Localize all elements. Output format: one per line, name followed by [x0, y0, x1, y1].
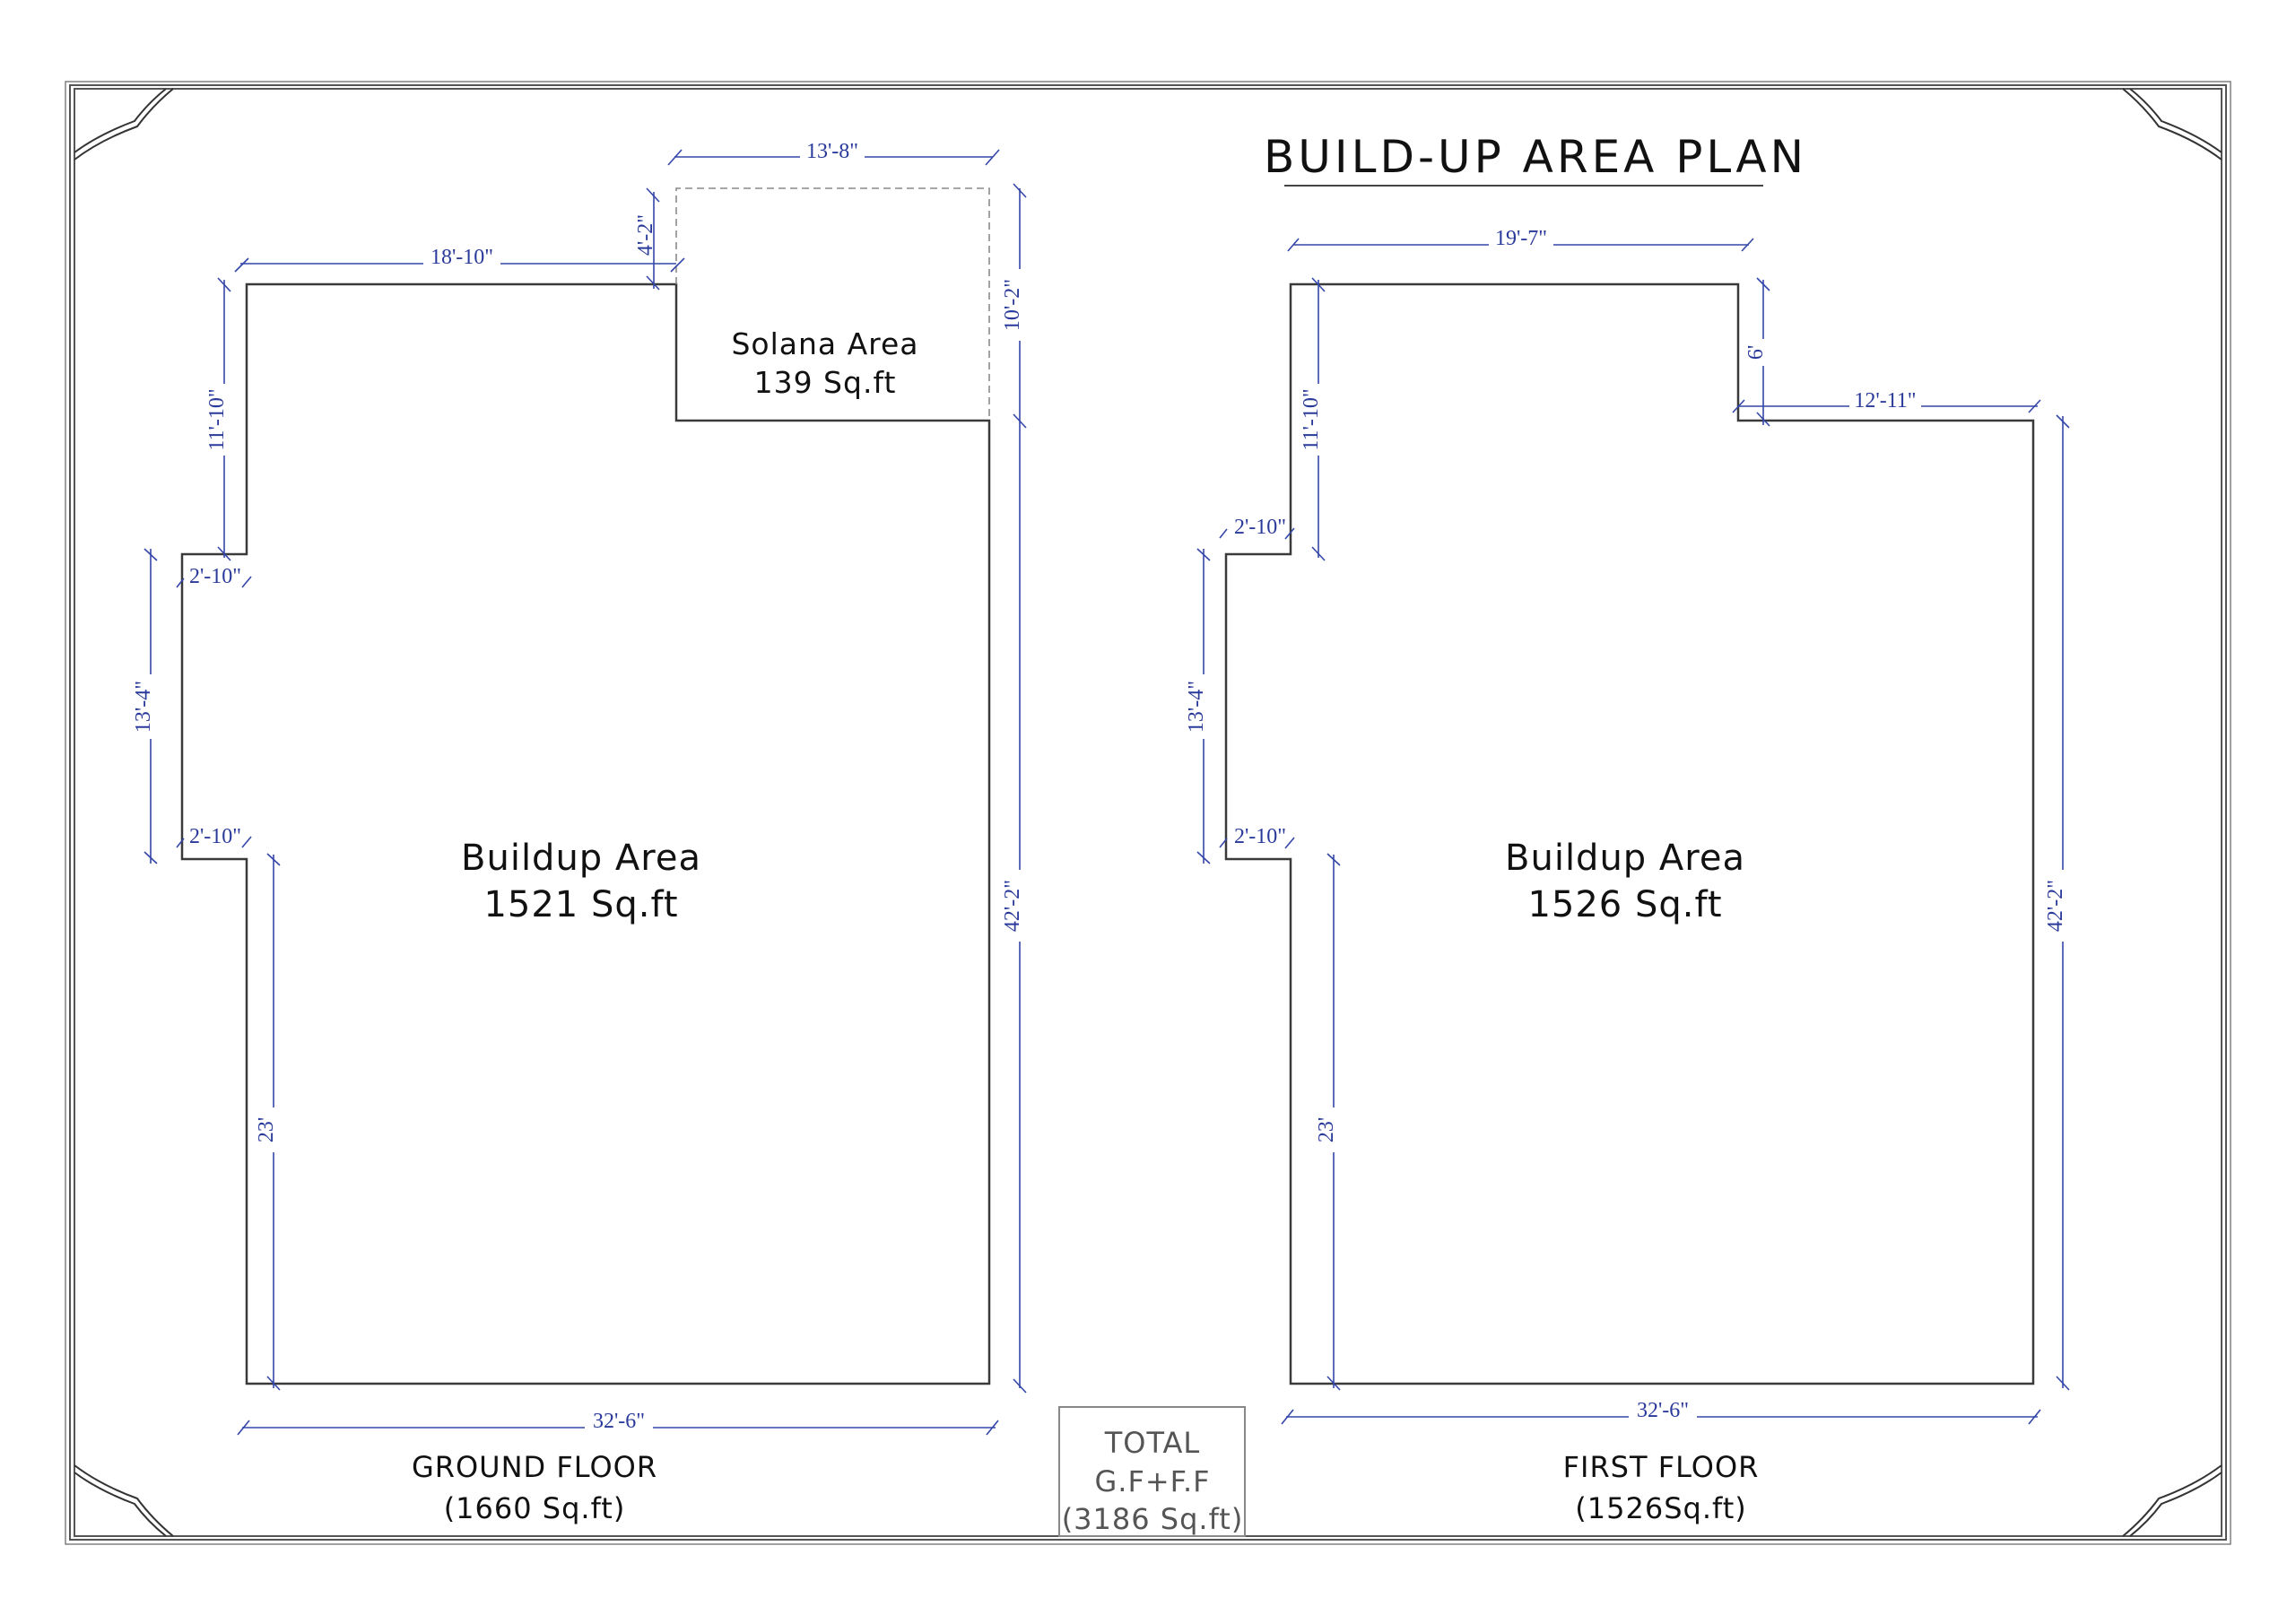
sheet-border [65, 81, 2231, 1545]
ground-floor-outline [180, 282, 991, 1385]
gf-dim-bottom-width-label: 32'-6" [593, 1410, 645, 1433]
ff-dim-step-width [1732, 392, 2041, 417]
gf-dim-notch-height-label: 13'-4" [132, 681, 155, 733]
total-line2: G.F+F.F [1094, 1464, 1210, 1498]
ground-floor-label: GROUND FLOOR [412, 1450, 657, 1484]
ff-dim-right-height [2049, 414, 2076, 1391]
gf-dim-notch-upper-ticks [176, 576, 252, 588]
gf-dim-left-lower-label: 23' [255, 1117, 278, 1142]
gf-dim-top-main [234, 249, 685, 274]
ff-dim-top-width [1287, 230, 1754, 255]
ff-dim-notch-height-label: 13'-4" [1185, 681, 1208, 733]
first-floor-outline [1224, 282, 2035, 1385]
gf-dim-right-height [1006, 421, 1033, 1394]
corner-ornament-bottom-right [2122, 1464, 2222, 1537]
gf-dim-notch-height [136, 548, 163, 864]
gf-dim-notch-lower-label: 2'-10" [189, 825, 241, 848]
ff-dim-notch-height [1190, 548, 1217, 864]
gf-dim-solana-offset-label: 4'-2" [634, 214, 657, 256]
gf-dim-solana-width [667, 142, 1000, 167]
total-box: TOTAL G.F+F.F (3186 Sq.ft) [1058, 1406, 1246, 1537]
gf-dim-notch-lower-ticks [176, 836, 252, 848]
corner-ornament-top-right [2122, 88, 2222, 161]
solana-area-name: Solana Area [731, 326, 918, 361]
ff-dim-left-lower [1320, 853, 1347, 1391]
ff-dim-bottom-width-label: 32'-6" [1637, 1399, 1689, 1422]
ff-dim-left-upper-label: 11'-10" [1300, 388, 1323, 450]
gf-dim-bottom-width [237, 1412, 999, 1437]
ff-dim-step-height [1750, 277, 1777, 427]
first-floor-plan: Buildup Area 1526 Sq.ft 19'-7" 6' 12'-11… [1185, 227, 2076, 1525]
ff-dim-left-upper [1305, 277, 1332, 561]
ff-dim-notch-lower-ticks [1219, 837, 1295, 849]
total-line3: (3186 Sq.ft) [1062, 1502, 1244, 1536]
ff-buildup-area: 1526 Sq.ft [1527, 884, 1722, 925]
gf-dim-solana-width-label: 13'-8" [806, 140, 858, 163]
gf-dim-left-upper-label: 11'-10" [205, 388, 229, 450]
ff-dim-left-lower-label: 23' [1315, 1117, 1338, 1142]
ff-dim-step-height-label: 6' [1744, 345, 1768, 360]
ff-dim-bottom-width [1281, 1402, 2041, 1427]
corner-ornament-bottom-left [74, 1464, 174, 1537]
gf-dim-left-upper [210, 277, 237, 561]
solana-area-outline [675, 187, 990, 421]
ground-floor-area: (1660 Sq.ft) [444, 1491, 626, 1525]
total-line1: TOTAL [1104, 1426, 1201, 1460]
gf-dim-solana-offset [646, 187, 660, 291]
plan-title: BUILD-UP AREA PLAN [1264, 131, 1807, 183]
ff-buildup-name: Buildup Area [1505, 838, 1745, 879]
gf-dim-right-height-label: 42'-2" [1001, 880, 1024, 932]
ff-dim-notch-upper-ticks [1219, 527, 1295, 540]
first-floor-area: (1526Sq.ft) [1575, 1491, 1746, 1525]
gf-dim-top-main-label: 18'-10" [430, 246, 493, 269]
corner-ornament-top-left [74, 88, 174, 161]
gf-dim-solana-height-label: 10'-2" [1001, 279, 1024, 331]
ff-dim-step-width-label: 12'-11" [1854, 389, 1916, 413]
gf-buildup-area: 1521 Sq.ft [483, 884, 678, 925]
gf-dim-left-lower [260, 853, 287, 1391]
ff-dim-top-width-label: 19'-7" [1495, 227, 1547, 250]
ground-floor-plan: Solana Area 139 Sq.ft Buildup Area 1521 … [132, 140, 1033, 1525]
ff-dim-notch-lower-label: 2'-10" [1234, 825, 1286, 848]
first-floor-label: FIRST FLOOR [1563, 1450, 1760, 1484]
ff-dim-notch-upper-label: 2'-10" [1234, 516, 1286, 539]
gf-dim-notch-upper-label: 2'-10" [189, 565, 241, 588]
gf-buildup-name: Buildup Area [461, 838, 701, 879]
ff-dim-right-height-label: 42'-2" [2044, 880, 2067, 932]
solana-area-value: 139 Sq.ft [754, 365, 897, 400]
gf-dim-solana-height [1006, 183, 1033, 429]
